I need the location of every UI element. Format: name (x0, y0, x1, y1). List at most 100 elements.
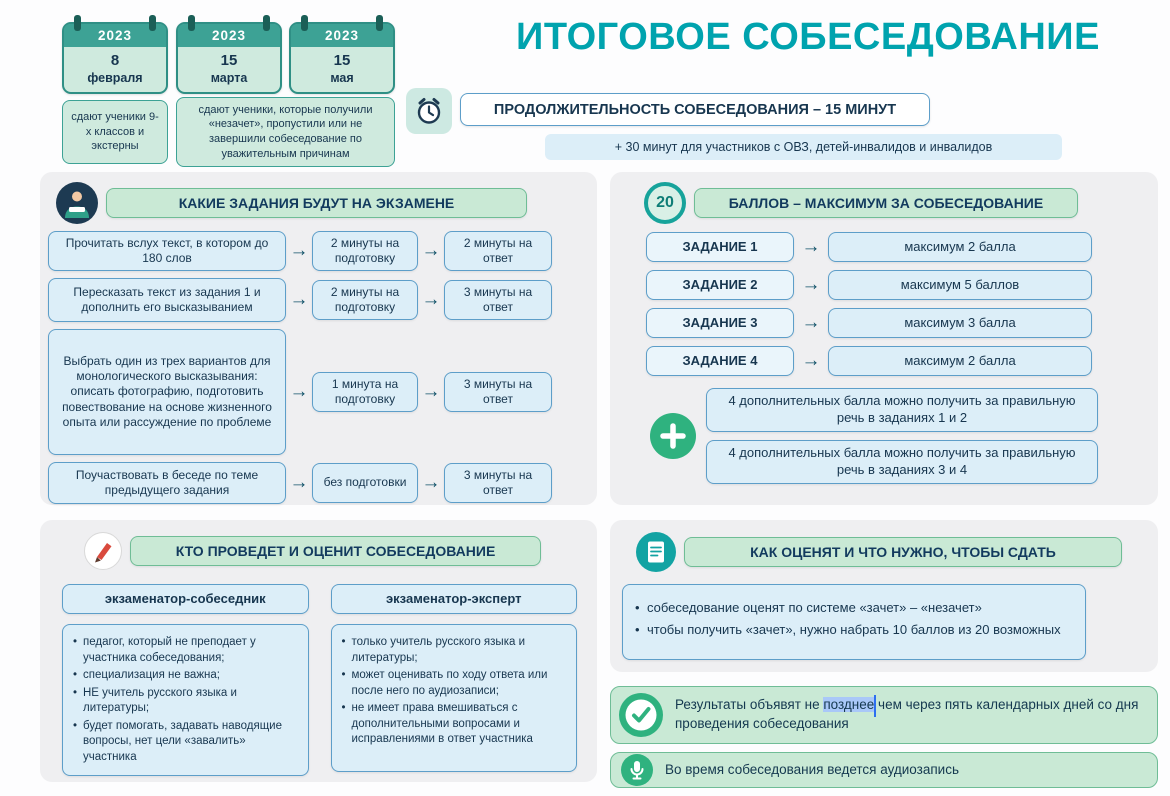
arrow-right-icon (418, 472, 444, 494)
plus-icon (650, 413, 696, 459)
results-text-before: Результаты объявят не (675, 697, 824, 713)
arrow-right-icon (286, 240, 312, 262)
calendar-month: мая (330, 71, 354, 85)
reader-person-icon (56, 182, 98, 224)
task-answer-time: 3 минуты на ответ (444, 280, 552, 320)
calendar-pin-icon (149, 15, 156, 31)
bullet-item: собеседование оценят по системе «зачет» … (635, 599, 1073, 617)
grading-rules: собеседование оценят по системе «зачет» … (622, 584, 1086, 660)
bullet-item: может оценивать по ходу ответа или после… (342, 668, 569, 699)
grading-panel: КАК ОЦЕНЯТ И ЧТО НУЖНО, ЧТОБЫ СДАТЬ собе… (610, 520, 1158, 672)
calendar-pin-icon (74, 15, 81, 31)
tasks-panel: КАКИЕ ЗАДАНИЯ БУДУТ НА ЭКЗАМЕНЕ Прочитат… (40, 172, 597, 505)
calendar-year: 2023 (64, 15, 166, 47)
task-description: Поучаствовать в беседе по теме предыдуще… (48, 462, 286, 504)
examiners-panel-title: КТО ПРОВЕДЕТ И ОЦЕНИТ СОБЕСЕДОВАНИЕ (130, 536, 541, 566)
examiner-role-details: педагог, который не преподает у участник… (62, 624, 309, 777)
points-row: ЗАДАНИЕ 2 максимум 5 баллов (646, 270, 1158, 300)
calendar-month: февраля (87, 71, 143, 85)
arrow-right-icon (794, 312, 828, 334)
red-pen-icon (84, 532, 122, 570)
points-panel-header: 20 БАЛЛОВ – МАКСИМУМ ЗА СОБЕСЕДОВАНИЕ (644, 182, 1078, 224)
calendar-date: 15 мая (291, 47, 393, 92)
bullet-item: не имеет права вмешиваться с дополнитель… (342, 701, 569, 748)
task-description: Пересказать текст из задания 1 и дополни… (48, 278, 286, 322)
calendar-card: 2023 15 марта (176, 15, 282, 94)
task-description: Выбрать один из трех вариантов для монол… (48, 329, 286, 455)
points-badge-icon: 20 (644, 182, 686, 224)
calendar-pin-icon (376, 15, 383, 31)
calendar-year: 2023 (178, 15, 280, 47)
page-title: ИТОГОВОЕ СОБЕСЕДОВАНИЕ (516, 16, 1100, 58)
bullet-item: будет помогать, задавать наводящие вопро… (73, 719, 300, 766)
arrow-right-icon (286, 381, 312, 403)
task-answer-time: 3 минуты на ответ (444, 372, 552, 412)
bonus-note: 4 дополнительных балла можно получить за… (706, 388, 1098, 432)
points-row: ЗАДАНИЕ 1 максимум 2 балла (646, 232, 1158, 262)
task-description: Прочитать вслух текст, в котором до 180 … (48, 231, 286, 271)
task-label: ЗАДАНИЕ 3 (646, 308, 794, 338)
task-label: ЗАДАНИЕ 4 (646, 346, 794, 376)
calendar-date: 15 марта (178, 47, 280, 92)
task-row: Поучаствовать в беседе по теме предыдуще… (48, 462, 597, 504)
examiner-role-title: экзаменатор-эксперт (330, 584, 577, 614)
points-row: ЗАДАНИЕ 3 максимум 3 балла (646, 308, 1158, 338)
document-icon (636, 532, 676, 572)
examiners-panel: КТО ПРОВЕДЕТ И ОЦЕНИТ СОБЕСЕДОВАНИЕ экза… (40, 520, 597, 782)
arrow-right-icon (286, 472, 312, 494)
task-max-points: максимум 2 балла (828, 232, 1092, 262)
selected-text[interactable]: позднее (823, 697, 875, 713)
arrow-right-icon (286, 289, 312, 311)
arrow-right-icon (794, 350, 828, 372)
task-max-points: максимум 5 баллов (828, 270, 1092, 300)
bonus-section: 4 дополнительных балла можно получить за… (650, 388, 1158, 484)
bullet-item: НЕ учитель русского языка и литературы; (73, 686, 300, 717)
task-row: Выбрать один из трех вариантов для монол… (48, 329, 597, 455)
alarm-clock-icon (406, 88, 452, 134)
calendar-note: сдают ученики, которые получили «незачет… (176, 97, 395, 167)
task-row: Пересказать текст из задания 1 и дополни… (48, 278, 597, 322)
results-bar: Результаты объявят не позднее чем через … (610, 686, 1158, 744)
audio-text: Во время собеседования ведется аудиозапи… (665, 761, 960, 777)
arrow-right-icon (418, 381, 444, 403)
bullet-item: чтобы получить «зачет», нужно набрать 10… (635, 621, 1073, 639)
task-prep-time: без подготовки (312, 463, 418, 503)
examiner-role-details: только учитель русского языка и литерату… (330, 624, 577, 772)
task-prep-time: 2 минуты на подготовку (312, 231, 418, 271)
calendar-year-label: 2023 (97, 28, 133, 43)
audio-bar: Во время собеседования ведется аудиозапи… (610, 752, 1158, 788)
calendar-date: 8 февраля (64, 47, 166, 92)
examiners-panel-header: КТО ПРОВЕДЕТ И ОЦЕНИТ СОБЕСЕДОВАНИЕ (84, 532, 541, 570)
calendar-note: сдают ученики 9-х классов и экстерны (62, 100, 168, 164)
calendar-pin-icon (188, 15, 195, 31)
arrow-right-icon (794, 236, 828, 258)
results-text: Результаты объявят не позднее чем через … (675, 696, 1143, 734)
task-prep-time: 1 минута на подготовку (312, 372, 418, 412)
grading-panel-header: КАК ОЦЕНЯТ И ЧТО НУЖНО, ЧТОБЫ СДАТЬ (636, 532, 1122, 572)
tasks-panel-title: КАКИЕ ЗАДАНИЯ БУДУТ НА ЭКЗАМЕНЕ (106, 188, 527, 218)
calendar-card: 2023 15 мая (289, 15, 395, 94)
calendar-pin-icon (301, 15, 308, 31)
task-answer-time: 3 минуты на ответ (444, 463, 552, 503)
task-answer-time: 2 минуты на ответ (444, 231, 552, 271)
arrow-right-icon (418, 289, 444, 311)
points-panel: 20 БАЛЛОВ – МАКСИМУМ ЗА СОБЕСЕДОВАНИЕ ЗА… (610, 172, 1158, 505)
task-prep-time: 2 минуты на подготовку (312, 280, 418, 320)
calendar-month: марта (210, 71, 248, 85)
examiner-role-title: экзаменатор-собеседник (62, 584, 309, 614)
task-max-points: максимум 3 балла (828, 308, 1092, 338)
calendar-year-label: 2023 (211, 28, 247, 43)
examiners-columns: экзаменатор-собеседник педагог, который … (62, 584, 577, 777)
task-label: ЗАДАНИЕ 1 (646, 232, 794, 262)
calendar-day: 15 (220, 52, 238, 69)
task-row: Прочитать вслух текст, в котором до 180 … (48, 231, 597, 271)
grading-panel-title: КАК ОЦЕНЯТ И ЧТО НУЖНО, ЧТОБЫ СДАТЬ (684, 537, 1122, 567)
points-row: ЗАДАНИЕ 4 максимум 2 балла (646, 346, 1158, 376)
points-panel-title: БАЛЛОВ – МАКСИМУМ ЗА СОБЕСЕДОВАНИЕ (694, 188, 1078, 218)
calendar-day: 8 (110, 52, 120, 69)
tasks-panel-header: КАКИЕ ЗАДАНИЯ БУДУТ НА ЭКЗАМЕНЕ (56, 182, 527, 224)
calendar-year-label: 2023 (324, 28, 360, 43)
microphone-icon (621, 754, 653, 786)
bullet-item: педагог, который не преподает у участник… (73, 635, 300, 666)
